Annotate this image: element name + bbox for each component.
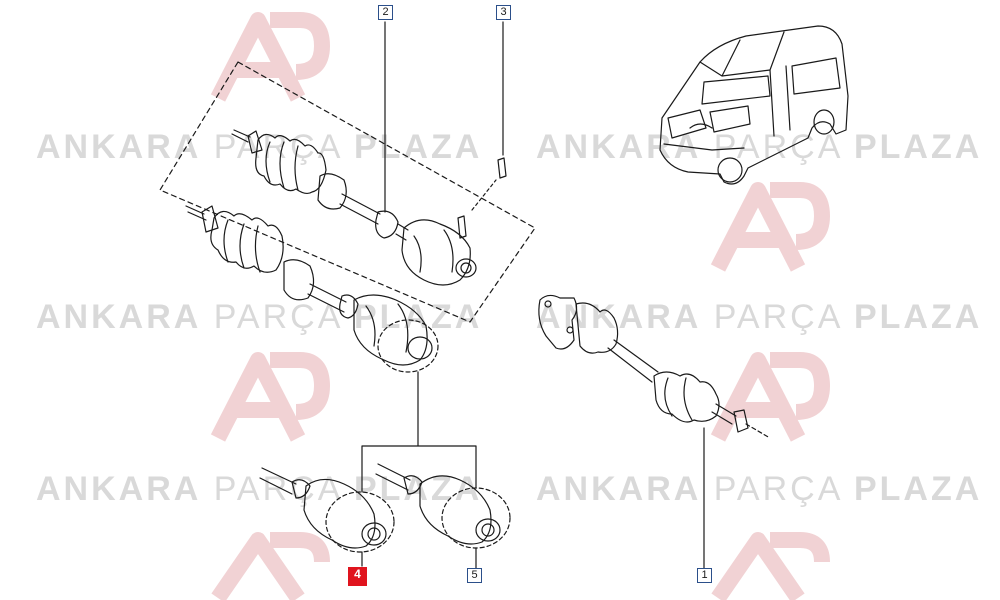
callout-2[interactable]: 2 [378,5,393,20]
detail-circle [325,491,395,553]
callout-3[interactable]: 3 [496,5,511,20]
leader-bracket-4-5 [361,371,477,493]
callout-1[interactable]: 1 [697,568,712,583]
callout-5[interactable]: 5 [467,568,482,583]
joint-kit-part-5 [375,463,501,545]
detail-circle [377,319,439,373]
boot-kit-part-4 [259,467,387,549]
watermark-logo [211,532,330,600]
roll-pin [457,157,507,239]
driveshaft-right [538,294,771,439]
watermark-text: ANKARA PARÇA PLAZA [36,128,483,166]
assembly-outline [159,61,536,323]
driveshaft-upper [231,129,477,286]
driveshaft-lower [185,205,433,366]
watermark-logo [711,532,830,600]
watermark-text: ANKARA PARÇA PLAZA [536,470,983,508]
vehicle-illustration [659,25,849,185]
watermark-logo [210,352,330,442]
watermark-text: ANKARA PARÇA PLAZA [536,128,983,166]
watermark-logo [710,182,830,272]
callout-4-selected[interactable]: 4 [348,567,367,586]
watermark-text: ANKARA PARÇA PLAZA [36,470,483,508]
